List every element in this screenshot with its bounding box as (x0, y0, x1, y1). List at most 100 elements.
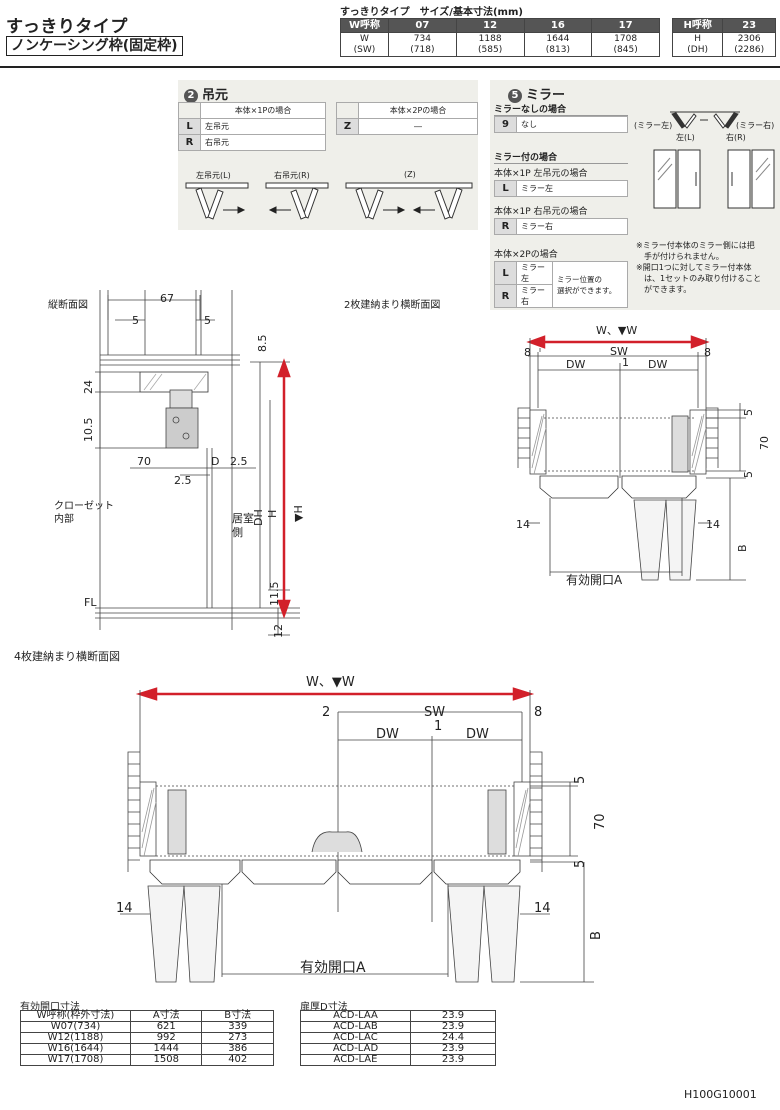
h2dim-5a: 5 (742, 409, 755, 416)
hanging-fold-diagrams (185, 182, 473, 220)
vdim-24: 24 (82, 380, 95, 394)
w-value: 734(718) (388, 32, 457, 57)
mirror-notes: ※ミラー付本体のミラー側には把 手が付けられません。 ※開口1つに対してミラー付… (636, 241, 762, 294)
vdim-fl: FL (84, 596, 97, 609)
mirror-number-badge: 5 (508, 89, 522, 103)
h4dim-70: 70 (593, 813, 608, 830)
mirror-diag-sub-left: 左(L) (676, 133, 695, 142)
h-head-1: 23 (722, 18, 776, 33)
h4dim-1: 1 (434, 719, 442, 734)
thickness-table-caption: 扉厚D寸法 (300, 1002, 348, 1013)
h2dim-1: 1 (622, 356, 629, 369)
h4dim-14b: 14 (534, 901, 551, 916)
hanging-col1-head: 本体×1Pの場合 (200, 102, 326, 119)
w-value: 1188(585) (455, 32, 525, 57)
mirror-2p-code-r: R (494, 284, 517, 308)
h4dim-opening: 有効開口A (300, 960, 366, 976)
w-head-1: 07 (388, 18, 457, 33)
h2dim-70: 70 (758, 436, 771, 450)
mirror-with-head: ミラー付の場合 (494, 150, 628, 164)
vdim-D: D (211, 455, 219, 468)
mirror-position-diagram (653, 111, 775, 209)
h4dim-5a: 5 (573, 776, 588, 784)
h4dim-DWa: DW (376, 727, 399, 742)
page-subtitle: ノンケーシング枠(固定枠) (6, 36, 183, 56)
w-head-3: 16 (523, 18, 593, 33)
w-row-label: W(SW) (340, 32, 389, 57)
hanging-diag-z-label: (Z) (404, 170, 416, 179)
h4dim-5b: 5 (573, 860, 588, 868)
w-value: 1708(845) (591, 32, 660, 57)
h4dim-8: 8 (534, 705, 542, 720)
h2dim-8b: 8 (704, 346, 711, 359)
spec-caption: すっきりタイプ サイズ/基本寸法(mm) (340, 7, 523, 18)
vdim-25a: 2.5 (230, 455, 248, 468)
opening-head-1: A寸法 (129, 1010, 203, 1022)
mirror-diag-sub-right: 右(R) (726, 133, 746, 142)
hanging-label-z: ― (358, 118, 478, 135)
w-head-4: 17 (591, 18, 660, 33)
hanging-diag-left-label: 左吊元(L) (196, 171, 231, 180)
vdim-5b: 5 (204, 314, 211, 327)
vdim-25b: 2.5 (174, 474, 192, 487)
h4dim-DWb: DW (466, 727, 489, 742)
vdim-70: 70 (137, 455, 151, 468)
opening-table-caption: 有効開口寸法 (20, 1002, 80, 1013)
hsection4-title: 4枚建納まり横断面図 (14, 650, 120, 663)
vdim-85: 8.5 (256, 335, 269, 353)
h2dim-B: B (736, 544, 749, 552)
vdim-115: 11.5 (268, 582, 281, 607)
mirror-right-code: R (494, 218, 517, 235)
mirror-left-code: L (494, 180, 517, 197)
w-value: 1644(813) (523, 32, 593, 57)
hanging-2p-table: 本体×2Pの場合 Z― (336, 102, 478, 135)
vdim-DH: DH (252, 509, 265, 526)
vdim-H2: ▼H (292, 505, 305, 522)
h-head-0: H呼称 (671, 18, 724, 33)
hanging-diag-right-label: 右吊元(R) (274, 171, 310, 180)
h2dim-SW: SW (610, 345, 628, 358)
h4dim-14a: 14 (116, 901, 133, 916)
hanging-code-l: L (178, 118, 201, 135)
mirror-left-label: ミラー左 (516, 180, 628, 197)
mirror-right-label: ミラー右 (516, 218, 628, 235)
page-title: すっきりタイプ (6, 17, 128, 37)
vsection-title: 縦断面図 (48, 300, 88, 311)
header-rule (0, 66, 780, 68)
vdim-12: 12 (272, 624, 285, 638)
w-size-table: W呼称 07 12 16 17 W(SW) 734(718) 1188(585)… (340, 18, 660, 57)
vsection-closet-label: クローゼット内部 (54, 501, 114, 525)
h-row-label: H(DH) (671, 32, 724, 57)
mirror-2p-code-l: L (494, 261, 517, 285)
h4dim-SW: SW (424, 705, 445, 720)
vsection-room-label: 居室側 (232, 512, 254, 539)
mirror-none-label: なし (516, 116, 628, 133)
mirror-2p-label-r: ミラー右 (516, 284, 553, 308)
mirror-left-head: 本体×1P 左吊元の場合 (494, 169, 588, 179)
h4dim-W: W、▼W (306, 675, 355, 690)
h2dim-DWa: DW (566, 358, 585, 371)
mirror-diag-left-label: (ミラー左) (634, 121, 673, 130)
h2dim-5b: 5 (742, 471, 755, 478)
h2dim-14b: 14 (706, 518, 720, 531)
vdim-105: 10.5 (82, 418, 95, 443)
opening-head-0: W呼称(枠外寸法) (20, 1010, 131, 1022)
h-value: 2306(2286) (722, 32, 776, 57)
mirror-none-head: ミラーなしの場合 (494, 102, 628, 116)
hanging-col2-head: 本体×2Pの場合 (358, 102, 478, 119)
w-head-0: W呼称 (340, 18, 389, 33)
